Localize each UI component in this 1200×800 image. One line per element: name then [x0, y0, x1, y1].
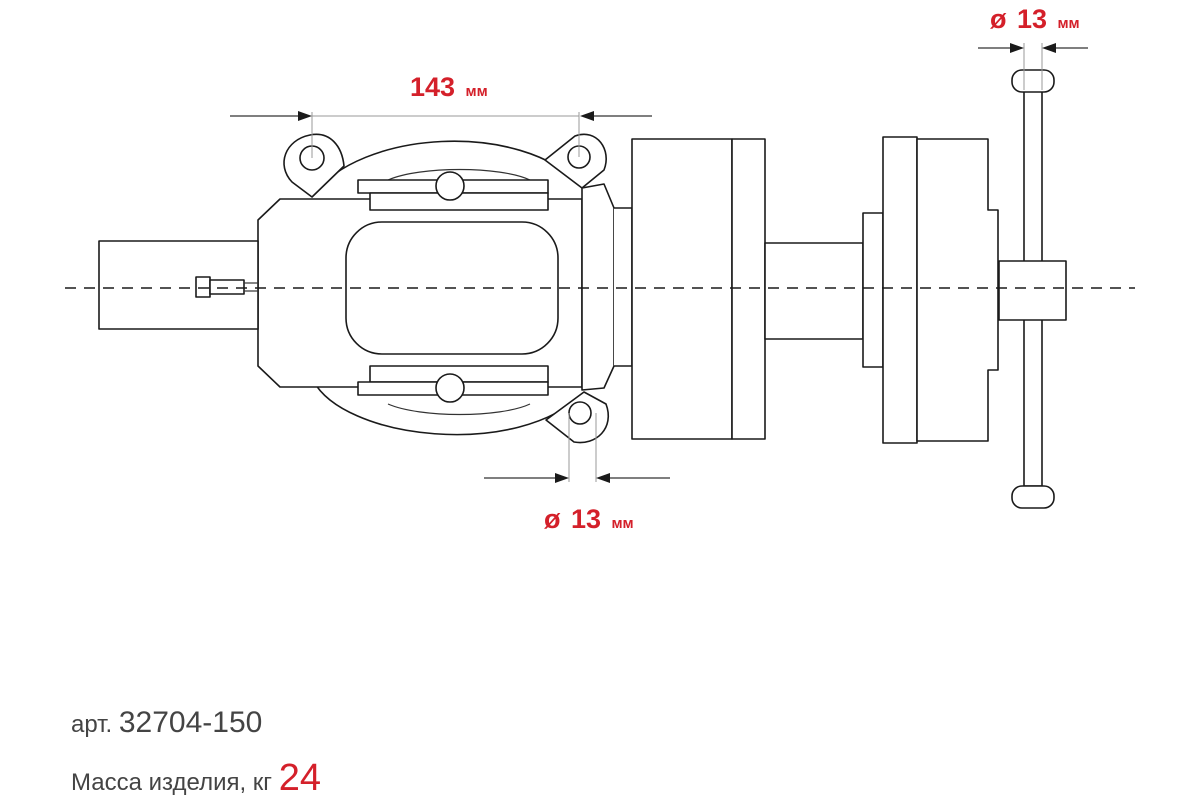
article-label: арт. — [71, 711, 113, 738]
spindle — [764, 242, 864, 340]
handle-knob-bottom — [1011, 485, 1055, 509]
handle-symbol: ø — [990, 4, 1007, 34]
mounting-lug-top-right — [544, 133, 607, 189]
bolt-hole-symbol: ø — [544, 504, 561, 534]
mounting-lug-bottom-right — [545, 391, 609, 444]
handle-unit: мм — [1057, 15, 1079, 32]
mass-label: Масса изделия, кг — [71, 769, 273, 796]
jaw-plates — [357, 168, 549, 416]
bolt-hole-unit: мм — [611, 515, 633, 532]
jaw-width-unit: мм — [466, 83, 488, 100]
svg-text:ø 13 мм: ø 13 мм — [990, 4, 1080, 34]
anvil-block — [98, 240, 259, 330]
bolt-hole-value: 13 — [571, 504, 601, 534]
vise-body — [257, 198, 583, 388]
handle-knob-top — [1011, 69, 1055, 93]
jaw-width-value: 143 — [410, 72, 455, 102]
handle-bar — [998, 69, 1067, 509]
movable-jaw — [581, 183, 633, 391]
mass-value: 24 — [278, 757, 322, 799]
article-line: арт. 32704-150 — [71, 706, 262, 740]
dimension-jaw-width: 143 мм — [230, 72, 652, 158]
svg-text:143 мм: 143 мм — [410, 72, 488, 102]
handle-value: 13 — [1017, 4, 1047, 34]
handle-hub — [998, 260, 1067, 321]
mass-line: Масса изделия, кг 24 — [71, 757, 321, 800]
dimension-handle: ø 13 мм — [978, 4, 1088, 90]
article-value: 32704-150 — [118, 706, 263, 739]
mounting-lug-top-left — [283, 133, 345, 198]
front-housing — [631, 136, 999, 444]
svg-text:ø 13 мм: ø 13 мм — [544, 504, 634, 534]
dimension-bolt-hole: ø 13 мм — [484, 413, 670, 534]
